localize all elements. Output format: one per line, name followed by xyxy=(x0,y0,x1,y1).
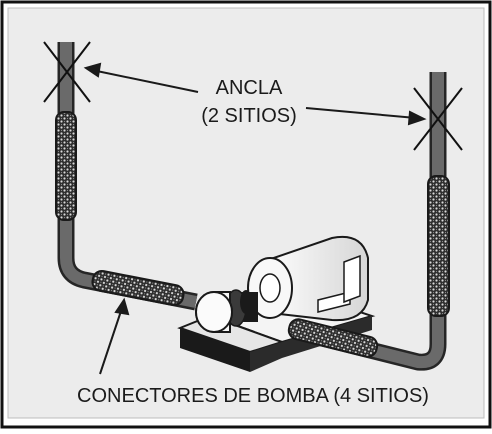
x-mark-icon xyxy=(413,87,463,151)
pump-base xyxy=(177,290,376,372)
x-mark-icon xyxy=(43,41,91,103)
anchor-leader-arrows xyxy=(83,62,427,126)
anchor-label-line2: (2 SITIOS) xyxy=(201,105,297,127)
pump-volute xyxy=(195,291,233,333)
braided-flex-connector-icon xyxy=(55,111,77,221)
pump-motor xyxy=(247,236,369,322)
connector-leader-arrow xyxy=(99,297,130,375)
braided-flex-connector-icon xyxy=(91,269,185,307)
connectors-label: CONECTORES DE BOMBA (4 SITIOS) xyxy=(77,385,429,407)
braided-flex-connector-icon xyxy=(287,318,379,358)
braided-flex-connector-icon xyxy=(427,175,450,317)
anchor-label-line1: ANCLA xyxy=(216,77,283,99)
piping xyxy=(57,42,447,371)
